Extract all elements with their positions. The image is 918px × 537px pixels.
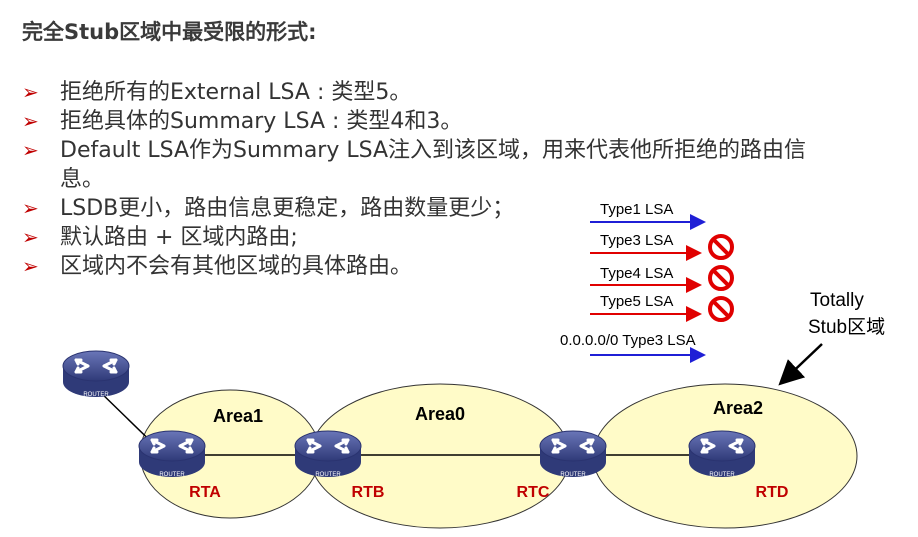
external-router-icon: ROUTER [61, 349, 131, 399]
bullet-item: ➢拒绝所有的External LSA : 类型5。 [22, 80, 412, 105]
rtb-label: RTB [352, 484, 385, 501]
area2-label: Area2 [713, 398, 763, 418]
arrow-bullet-icon: ➢ [22, 109, 39, 133]
svg-text:ROUTER: ROUTER [159, 472, 185, 478]
rtc-router-icon: ROUTER [538, 429, 608, 479]
lsa-arrow-type3: Type3 LSA [590, 232, 702, 261]
lsa-arrow-type4: Type4 LSA [590, 265, 702, 293]
rtd-label: RTD [756, 484, 789, 501]
rtb-router-icon: ROUTER [293, 429, 363, 479]
callout-line2: Stub区域 [808, 316, 885, 338]
lsa-arrow-label: Type5 LSA [600, 293, 673, 310]
callout-arrow [778, 343, 823, 386]
bullet-item: ➢Default LSA作为Summary LSA注入到该区域，用来代表他所拒绝… [22, 138, 807, 192]
svg-text:ROUTER: ROUTER [709, 472, 735, 478]
bullet-item: ➢LSDB更小，路由信息更稳定，路由数量更少； [22, 196, 515, 221]
rta-label: RTA [189, 484, 221, 501]
lsa-arrow-label: Type4 LSA [600, 265, 673, 282]
lsa-arrow-label: Type3 LSA [600, 232, 673, 249]
callout-line1: Totally [810, 290, 864, 311]
arrow-bullet-icon: ➢ [22, 254, 39, 278]
svg-text:ROUTER: ROUTER [83, 392, 109, 398]
bullet-item: ➢拒绝具体的Summary LSA : 类型4和3。 [22, 109, 463, 134]
rta-router-icon: ROUTER [137, 429, 207, 479]
lsa-arrow-label: 0.0.0.0/0 Type3 LSA [560, 332, 696, 349]
bullet-item: ➢区域内不会有其他区域的具体路由。 [22, 254, 413, 279]
arrow-bullet-icon: ➢ [22, 196, 39, 220]
rtc-label: RTC [517, 484, 550, 501]
arrow-bullet-icon: ➢ [22, 80, 39, 104]
area1-label: Area1 [213, 406, 263, 426]
arrow-bullet-icon: ➢ [22, 225, 39, 249]
prohibited-icon [708, 265, 734, 291]
lsa-arrow-default-route: 0.0.0.0/0 Type3 LSA [560, 332, 706, 363]
svg-text:ROUTER: ROUTER [315, 472, 341, 478]
area0-label: Area0 [415, 404, 465, 424]
arrow-bullet-icon: ➢ [22, 138, 39, 162]
bullet-item: ➢默认路由 + 区域内路由; [22, 225, 298, 250]
lsa-arrow-label: Type1 LSA [600, 201, 673, 218]
prohibited-icon [708, 296, 734, 322]
lsa-arrow-type1: Type1 LSA [590, 201, 706, 230]
bullet-list: ➢拒绝所有的External LSA : 类型5。 ➢拒绝具体的Summary … [22, 78, 850, 281]
svg-text:ROUTER: ROUTER [560, 472, 586, 478]
prohibited-icon [708, 234, 734, 260]
lsa-arrow-type5: Type5 LSA [590, 293, 702, 322]
rtd-router-icon: ROUTER [687, 429, 757, 479]
slide-title: 完全Stub区域中最受限的形式: [22, 20, 317, 44]
